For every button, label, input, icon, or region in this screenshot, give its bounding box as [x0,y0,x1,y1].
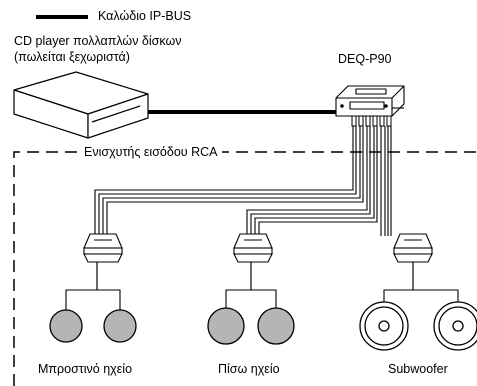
subwoofer-label: Subwoofer [388,362,448,376]
subwoofer-right-icon [433,301,477,351]
cd-player-note: (πωλείται ξεχωριστά) [14,50,130,64]
front-speaker-label: Μπροστινό ηχείο [38,362,133,376]
front-speaker-right-icon [103,309,137,343]
cd-player-label: CD player πολλαπλών δίσκων [14,34,182,48]
amplifier-rear [233,233,273,263]
legend-label: Καλώδιο IP-BUS [98,9,192,23]
rca-plugs [351,115,392,127]
amplifier-front [83,233,123,263]
rear-speaker-right-icon [257,307,295,345]
amplifier-sub [393,233,433,263]
rear-speaker-left-icon [207,307,245,345]
deq-p90-unit [335,85,405,117]
rear-speakers [207,307,295,345]
subwoofer-left-icon [359,301,409,351]
rear-speaker-label: Πίσω ηχείο [218,362,280,376]
front-speakers [49,309,137,343]
rca-cables [94,126,392,236]
cd-player-unit [13,71,149,139]
amplifier-dashed-border [13,151,477,386]
front-speaker-left-icon [49,309,83,343]
subwoofers [359,301,477,351]
processor-label: DEQ-P90 [338,52,392,66]
amplifier-label: Ενισχυτής εισόδου RCA [80,145,222,159]
speaker-wires [65,262,459,310]
